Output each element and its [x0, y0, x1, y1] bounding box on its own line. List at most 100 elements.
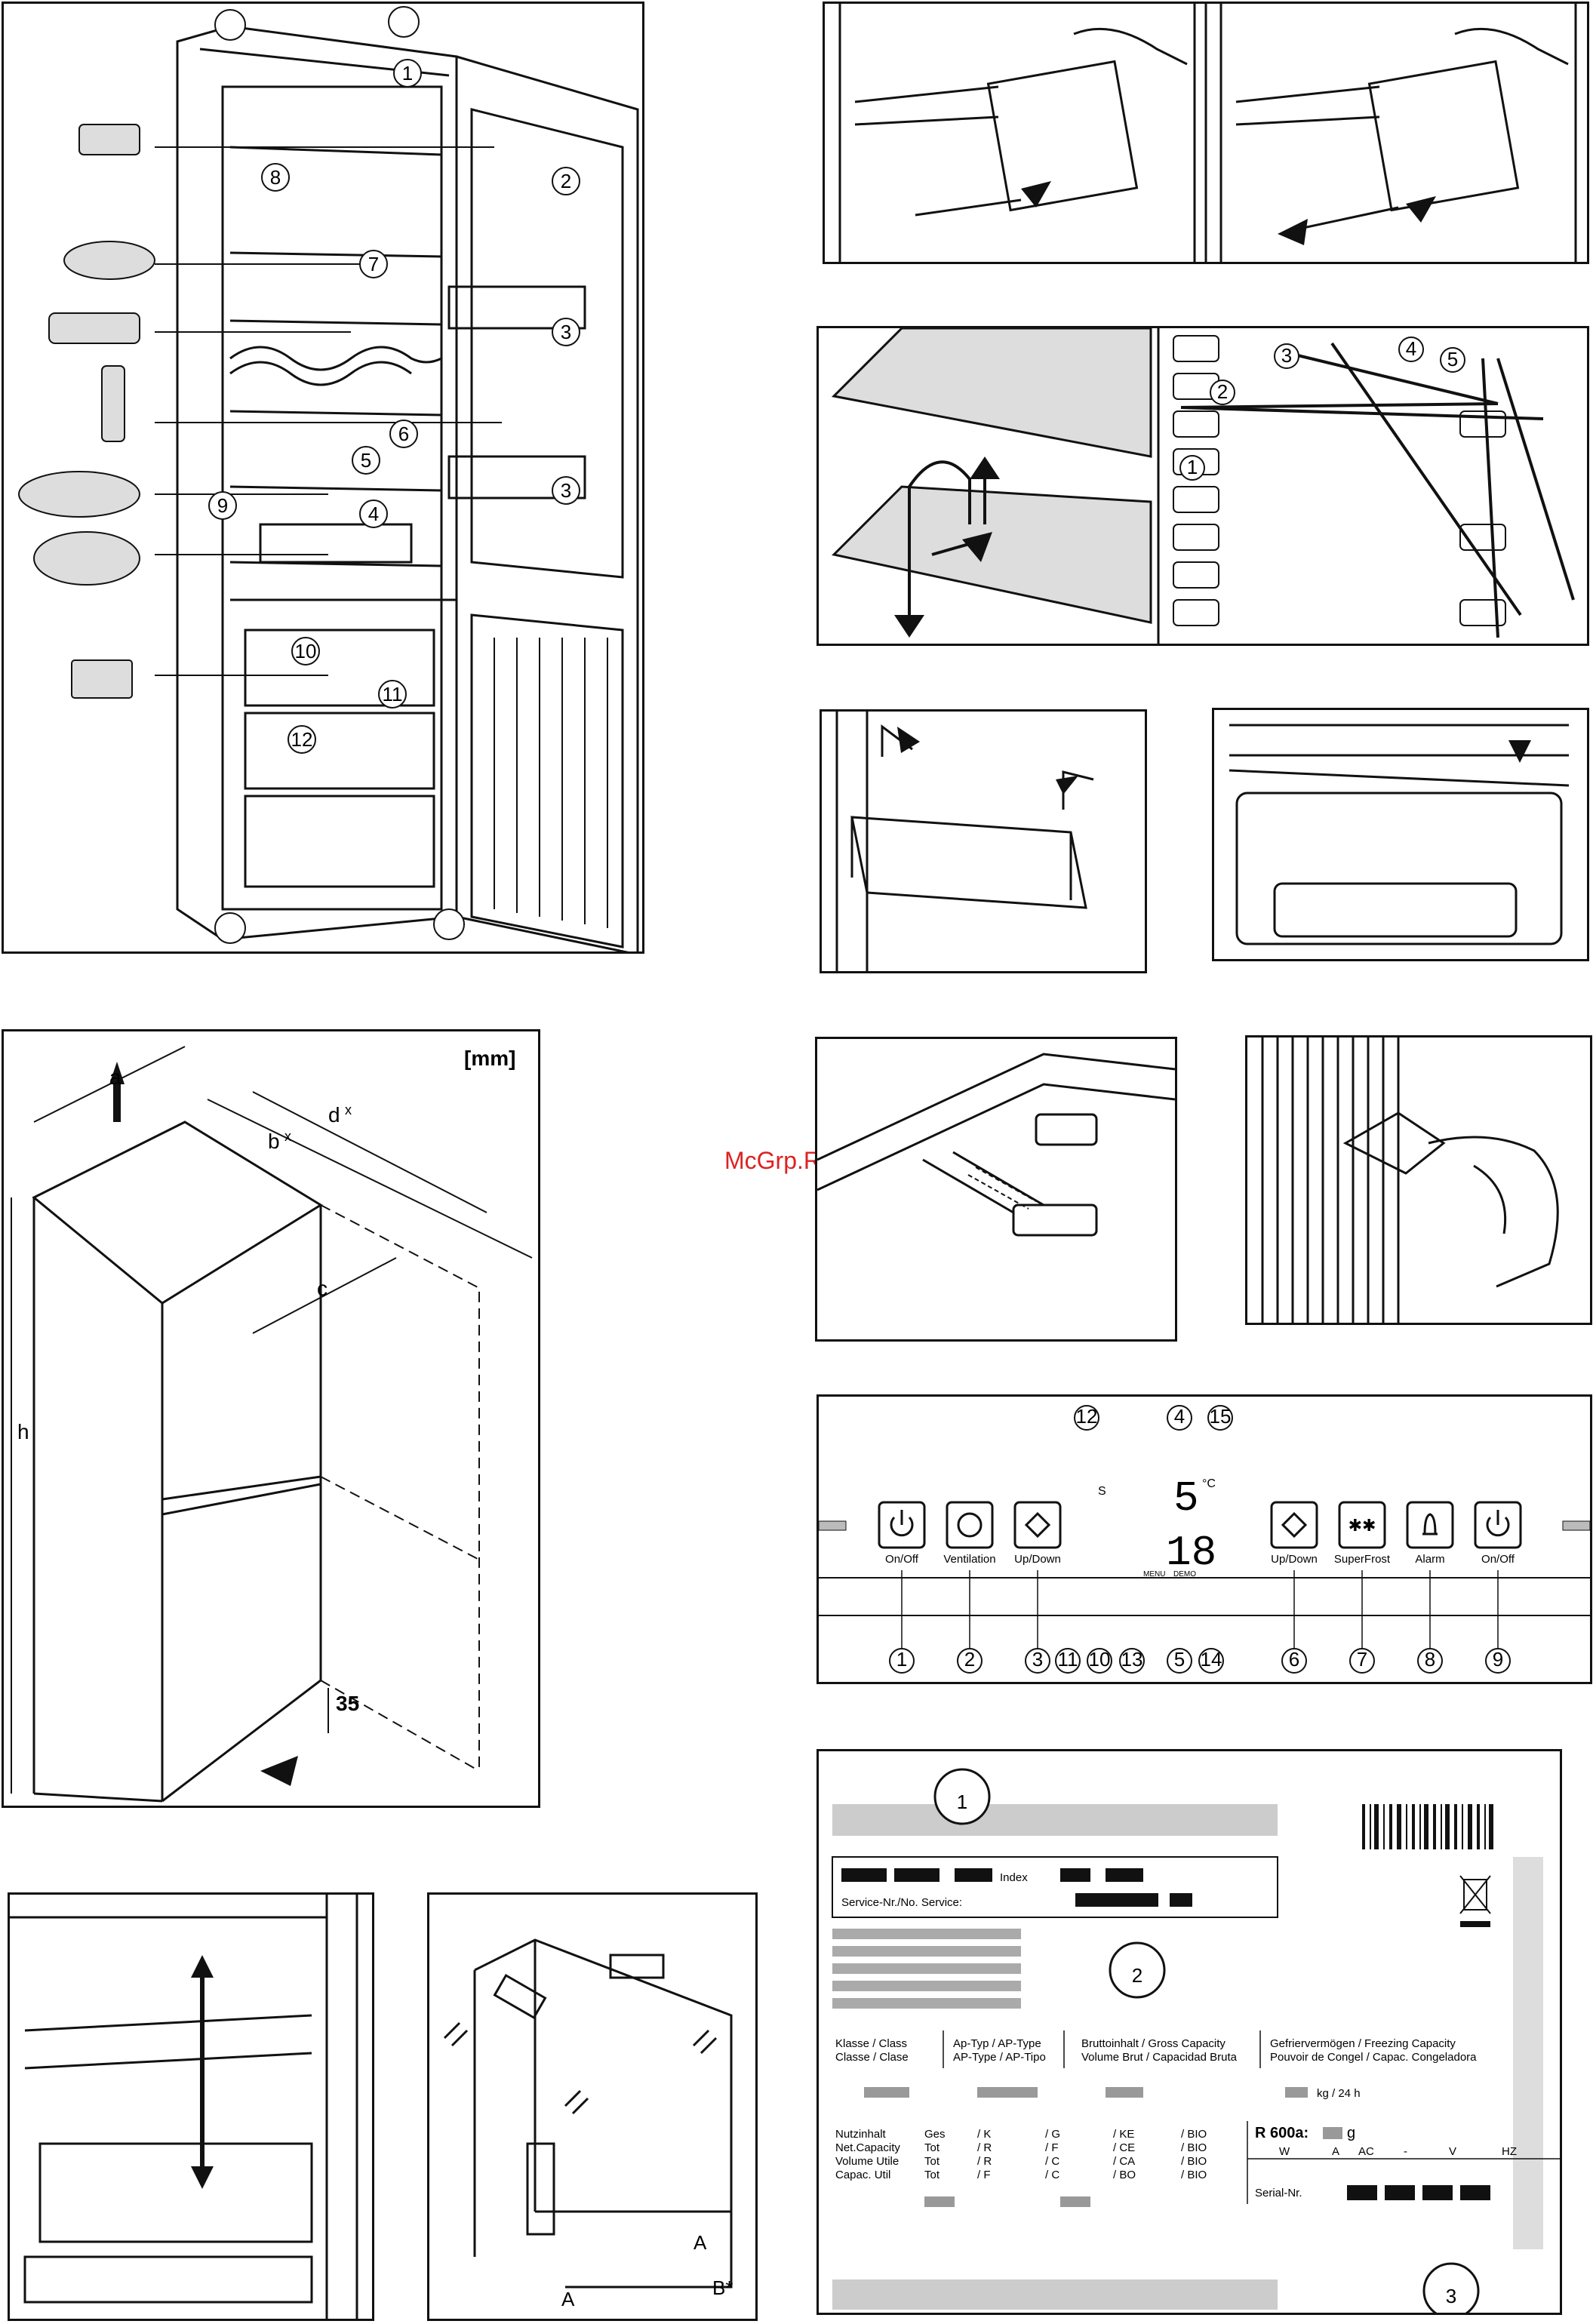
btn-label-alarm: Alarm: [1415, 1553, 1444, 1566]
fridge-callout-8: 8: [270, 166, 281, 189]
fridge-callout-10: 10: [295, 640, 317, 662]
fridge-callout-1: 1: [402, 62, 413, 85]
plate-net-row-2-c5: / BIO: [1181, 2141, 1207, 2154]
plate-net-row-1-c5: / BIO: [1181, 2128, 1207, 2141]
plate-freeze-2: Pouvoir de Congel / Capac. Congeladora: [1270, 2051, 1477, 2064]
dim-dx: x: [345, 1102, 352, 1117]
ctl-bottom-13: 13: [1121, 1648, 1143, 1671]
fridge-callout-5: 5: [361, 449, 371, 472]
display-menu: MENU: [1143, 1570, 1165, 1579]
shelf-adjust-figure: 1 2 3 4 5: [816, 326, 1589, 646]
ctl-top-4: 4: [1174, 1405, 1185, 1428]
dim-c: c: [317, 1277, 328, 1300]
fridge-callout-11: 11: [383, 683, 403, 706]
dim-bx: x: [284, 1129, 291, 1144]
display-s-marker: S: [1098, 1485, 1106, 1498]
btn-label-ventilation: Ventilation: [943, 1553, 995, 1566]
shelf-step-2: 2: [1217, 380, 1228, 403]
display-unit: °C: [1202, 1477, 1216, 1490]
ctl-bottom-10: 10: [1089, 1648, 1111, 1671]
plate-net-row-4-c4: / BO: [1113, 2169, 1136, 2181]
plate-net-row-3-c1: Tot: [924, 2155, 940, 2168]
fridge-callout-12: 12: [291, 728, 313, 751]
dim-gap: 35: [336, 1692, 359, 1715]
plate-callout-3: 3: [1446, 2285, 1456, 2307]
dimension-unit: [mm]: [464, 1047, 515, 1070]
fridge-callout-7: 7: [368, 253, 379, 275]
plate-net-row-4-label: Capac. Util: [835, 2169, 890, 2181]
ctl-bottom-11: 11: [1058, 1648, 1078, 1671]
plate-serial-label: Serial-Nr.: [1255, 2187, 1302, 2200]
fridge-callout-3: 3: [561, 321, 571, 343]
plate-net-row-4-c3: / C: [1045, 2169, 1059, 2181]
shelf-step-1: 1: [1187, 456, 1198, 478]
plate-gross-1: Bruttoinhalt / Gross Capacity: [1081, 2037, 1226, 2050]
plate-freeze-1: Gefriervermögen / Freezing Capacity: [1270, 2037, 1456, 2050]
hinge-label-b: B*: [712, 2276, 733, 2299]
superfrost-icon: ✱✱: [1349, 1516, 1376, 1535]
plate-net-row-2-c1: Tot: [924, 2141, 940, 2154]
plate-class-2: Classe / Clase: [835, 2051, 909, 2064]
plate-net-row-2-c3: / F: [1045, 2141, 1059, 2154]
plate-callout-2: 2: [1132, 1964, 1142, 1987]
plate-net-row-3-label: Volume Utile: [835, 2155, 899, 2168]
glass-shelf-figure: [1212, 708, 1589, 961]
plate-type-2: AP-Type / AP-Tipo: [953, 2051, 1046, 2064]
control-panel-figure: 1 2 4 15 ✱✱: [816, 1394, 1592, 1684]
plate-net-row-1-c1: Ges: [924, 2128, 946, 2141]
plate-elec-hz: HZ: [1502, 2145, 1517, 2158]
fridge-callout-6: 6: [398, 423, 409, 445]
hinge-label-a2: A: [693, 2231, 707, 2254]
shelf-step-3: 3: [1281, 344, 1292, 367]
plate-net-row-2-label: Net.Capacity: [835, 2141, 900, 2154]
cleaning-figure: [1245, 1035, 1592, 1325]
ctl-bottom-1: 1: [896, 1648, 907, 1671]
plate-net-row-4-c1: Tot: [924, 2169, 940, 2181]
fridge-callout-4: 4: [368, 503, 379, 525]
plate-refrigerant: R 600a:: [1255, 2125, 1309, 2141]
ctl-bottom-6: 6: [1289, 1648, 1299, 1671]
plate-net-row-3-c2: / R: [977, 2155, 992, 2168]
ctl-bottom-2: 2: [964, 1648, 975, 1671]
ctl-bottom-8: 8: [1425, 1648, 1435, 1671]
connector-figure: [815, 1037, 1177, 1342]
ctl-bottom-14: 14: [1201, 1648, 1222, 1671]
plate-net-row-4-c5: / BIO: [1181, 2169, 1207, 2181]
ctl-top-15: 15: [1210, 1405, 1232, 1428]
plate-freeze-unit: kg / 24 h: [1317, 2087, 1361, 2100]
hinge-label-a: A: [561, 2288, 575, 2310]
dim-d: d: [328, 1103, 340, 1127]
dimensions-figure: [mm] a b x d x c h 35: [2, 1029, 540, 1808]
display-demo: DEMO: [1173, 1570, 1196, 1579]
plate-elec-ac: AC: [1358, 2145, 1374, 2158]
dim-b: b: [268, 1130, 280, 1153]
plate-net-row-1-c4: / KE: [1113, 2128, 1134, 2141]
plate-net-row-3-c4: / CA: [1113, 2155, 1135, 2168]
fridge-callout-3b: 3: [561, 479, 571, 502]
plate-net-row-1-c2: / K: [977, 2128, 991, 2141]
plate-refrigerant-unit: g: [1347, 2125, 1355, 2141]
ctl-bottom-3: 3: [1032, 1648, 1043, 1671]
fridge-callout-9: 9: [217, 494, 228, 517]
plate-net-row-1-label: Nutzinhalt: [835, 2128, 887, 2141]
plate-class-1: Klasse / Class: [835, 2037, 907, 2050]
btn-label-updown-right: Up/Down: [1271, 1553, 1318, 1566]
plate-type-1: Ap-Typ / AP-Type: [953, 2037, 1041, 2050]
shelf-step-5: 5: [1447, 348, 1458, 370]
display-lower-digits: 18: [1166, 1529, 1216, 1577]
plate-net-row-2-c2: / R: [977, 2141, 992, 2154]
plate-net-row-4-c2: / F: [977, 2169, 991, 2181]
btn-label-onoff-left: On/Off: [885, 1553, 919, 1566]
ctl-bottom-7: 7: [1357, 1648, 1367, 1671]
ctl-bottom-5: 5: [1174, 1648, 1185, 1671]
plate-gross-2: Volume Brut / Capacidad Bruta: [1081, 2051, 1238, 2064]
btn-label-updown-left: Up/Down: [1014, 1553, 1061, 1566]
dim-h: h: [17, 1420, 29, 1443]
plate-callout-1: 1: [957, 1791, 967, 1813]
drawer-removal-figure: [823, 2, 1589, 264]
shelf-step-4: 4: [1406, 337, 1416, 360]
plate-elec-w: W: [1279, 2145, 1290, 2158]
rating-plate-figure: Index Service-Nr./No. Service: 1 2 3 Kla…: [816, 1749, 1562, 2315]
plate-index-label: Index: [1000, 1871, 1028, 1884]
fridge-callout-2: 2: [561, 170, 571, 192]
